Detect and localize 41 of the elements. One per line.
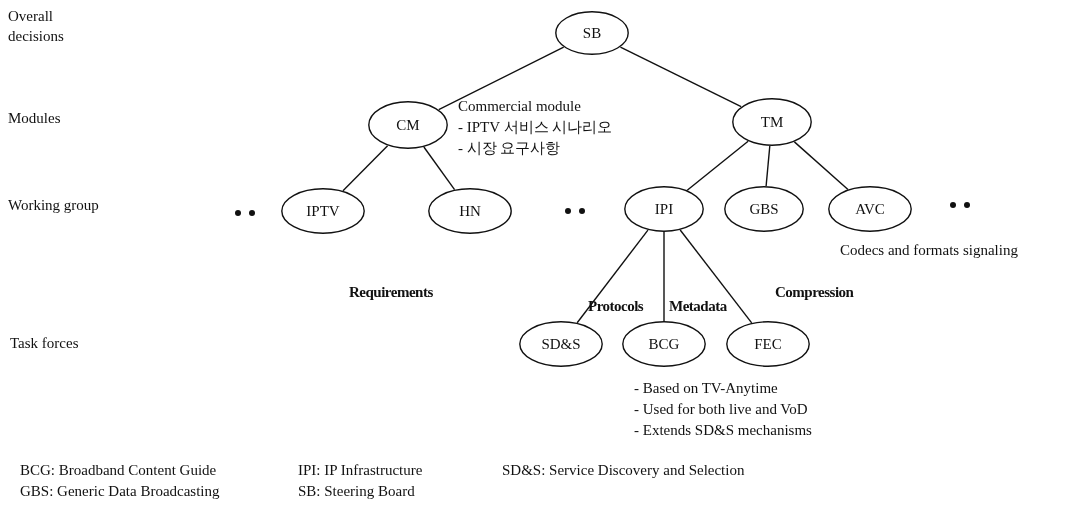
legend-text: IPI: IP Infrastructure	[298, 461, 423, 480]
note-text: Commercial module	[458, 97, 581, 116]
note-text: - IPTV 서비스 시나리오	[458, 118, 613, 137]
ellipse-node: AVC	[828, 186, 912, 232]
connector-line	[793, 141, 849, 191]
legend-text: SB: Steering Board	[298, 482, 415, 501]
row-label: Overall decisions	[8, 7, 65, 46]
ellipse-node: FEC	[726, 321, 810, 367]
connector-line	[663, 231, 665, 322]
ellipse-node: GBS	[724, 186, 804, 232]
legend-text: GBS: Generic Data Broadcasting	[20, 482, 220, 501]
ellipse-node: CM	[368, 101, 448, 149]
row-label: Modules	[8, 109, 61, 128]
note-text: - Used for both live and VoD	[634, 400, 808, 419]
row-label: Working group	[8, 196, 99, 215]
legend-text: SD&S: Service Discovery and Selection	[502, 461, 745, 480]
connector-line	[423, 146, 456, 191]
column-heading: Compression	[775, 283, 854, 302]
row-label: Task forces	[10, 334, 79, 353]
column-heading: Requirements	[349, 283, 433, 302]
note-text: - Based on TV-Anytime	[634, 379, 778, 398]
connector-line	[438, 46, 565, 111]
connector-line	[619, 46, 742, 108]
ellipse-node: BCG	[622, 321, 706, 367]
ellipse-node: IPTV	[281, 188, 365, 234]
column-heading: Protocols	[588, 297, 644, 316]
connector-line	[576, 229, 649, 324]
connector-line	[765, 145, 771, 187]
legend-text: BCG: Broadband Content Guide	[20, 461, 217, 480]
note-text: Codecs and formats signaling	[840, 241, 1018, 260]
ellipse-node: SB	[555, 11, 629, 55]
connector-line	[679, 229, 753, 324]
ellipse-node: TM	[732, 98, 812, 146]
connector-line	[342, 144, 389, 192]
note-text: - 시장 요구사항	[458, 139, 561, 158]
ellipse-node: IPI	[624, 186, 704, 232]
ellipse-node: SD&S	[519, 321, 603, 367]
column-heading: Metadata	[669, 297, 727, 316]
connector-line	[686, 140, 749, 191]
ellipse-node: HN	[428, 188, 512, 234]
note-text: - Extends SD&S mechanisms	[634, 421, 812, 440]
